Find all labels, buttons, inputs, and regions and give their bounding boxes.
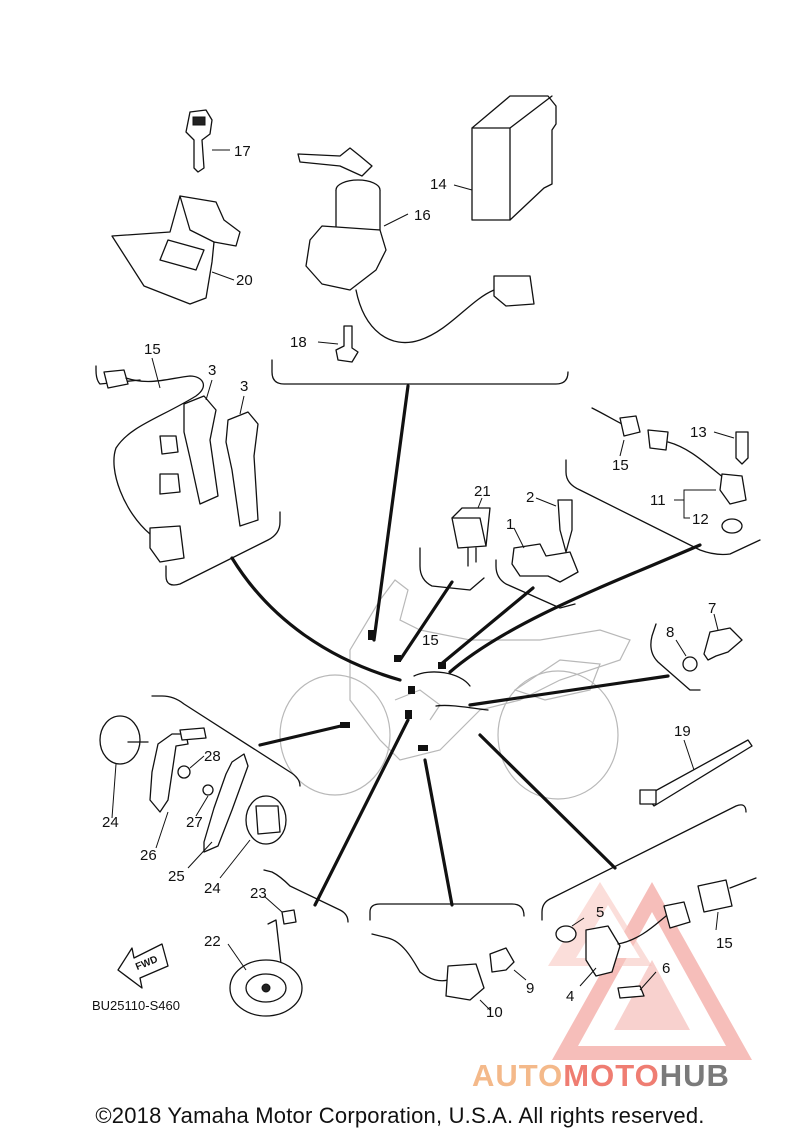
callout-1: 1 bbox=[506, 516, 514, 533]
sensor-part-1 bbox=[511, 497, 579, 583]
callout-11: 11 bbox=[650, 492, 666, 509]
diagram-reference-code: BU25110-S460 bbox=[92, 998, 180, 1013]
callout-8: 8 bbox=[666, 624, 674, 641]
callout-17: 17 bbox=[234, 143, 251, 160]
callout-27: 27 bbox=[186, 814, 203, 831]
motorcycle-silhouette bbox=[279, 579, 631, 800]
bolt-part-18 bbox=[317, 325, 359, 363]
callout-22: 22 bbox=[204, 933, 221, 950]
callout-21: 21 bbox=[474, 483, 491, 500]
crank-sensor-group bbox=[591, 407, 749, 534]
watermark-moto: MOTO bbox=[563, 1058, 660, 1093]
callout-3-second: 3 bbox=[240, 378, 248, 395]
callout-14: 14 bbox=[430, 176, 447, 193]
callout-20: 20 bbox=[236, 272, 253, 289]
callout-7: 7 bbox=[708, 600, 716, 617]
cable-tie-part-19 bbox=[639, 739, 753, 807]
group-frames bbox=[95, 359, 761, 923]
watermark-text: AUTOMOTOHUB bbox=[472, 1058, 730, 1094]
callout-24-left: 24 bbox=[102, 814, 119, 831]
location-markers bbox=[340, 630, 489, 751]
key-part bbox=[185, 109, 230, 173]
location-pointers bbox=[230, 384, 702, 907]
fwd-arrow-icon: FWD bbox=[117, 943, 169, 989]
callout-15-center: 15 bbox=[422, 632, 439, 649]
callout-16: 16 bbox=[414, 207, 431, 224]
callout-15-lower: 15 bbox=[716, 935, 733, 952]
watermark-hub: HUB bbox=[659, 1058, 730, 1093]
callout-28: 28 bbox=[204, 748, 221, 765]
sensor-harness-group bbox=[555, 877, 757, 999]
callout-10: 10 bbox=[486, 1004, 503, 1021]
ecu-part-14 bbox=[453, 95, 557, 221]
horn-bracket-group bbox=[99, 715, 287, 879]
callout-13: 13 bbox=[690, 424, 707, 441]
sensor-part-7 bbox=[675, 613, 743, 672]
watermark-auto: AUTO bbox=[472, 1058, 564, 1093]
copyright-notice: ©2018 Yamaha Motor Corporation, U.S.A. A… bbox=[95, 1103, 705, 1128]
callout-3-first: 3 bbox=[208, 362, 216, 379]
watermark-logo bbox=[548, 882, 752, 1060]
bracket-part-20 bbox=[111, 195, 241, 305]
callout-12: 12 bbox=[692, 511, 709, 528]
callout-19: 19 bbox=[674, 723, 691, 740]
callout-18: 18 bbox=[290, 334, 307, 351]
relay-part-21 bbox=[451, 497, 491, 567]
callout-6: 6 bbox=[662, 960, 670, 977]
callout-15-right: 15 bbox=[612, 457, 629, 474]
callout-5: 5 bbox=[596, 904, 604, 921]
callout-26: 26 bbox=[140, 847, 157, 864]
horn-group bbox=[227, 895, 303, 1017]
callout-9: 9 bbox=[526, 980, 534, 997]
callout-15-harness: 15 bbox=[144, 341, 161, 358]
main-switch-part-16 bbox=[297, 147, 535, 344]
callout-numbers: 17 20 16 18 14 15 3 3 21 2 1 13 15 11 12… bbox=[92, 143, 733, 1021]
callout-25: 25 bbox=[168, 868, 185, 885]
callout-2: 2 bbox=[526, 489, 534, 506]
pressure-switch-group bbox=[371, 933, 527, 1011]
callout-24-right: 24 bbox=[204, 880, 221, 897]
callout-4: 4 bbox=[566, 988, 574, 1005]
callout-23: 23 bbox=[250, 885, 267, 902]
ignition-coil-group bbox=[103, 357, 259, 563]
